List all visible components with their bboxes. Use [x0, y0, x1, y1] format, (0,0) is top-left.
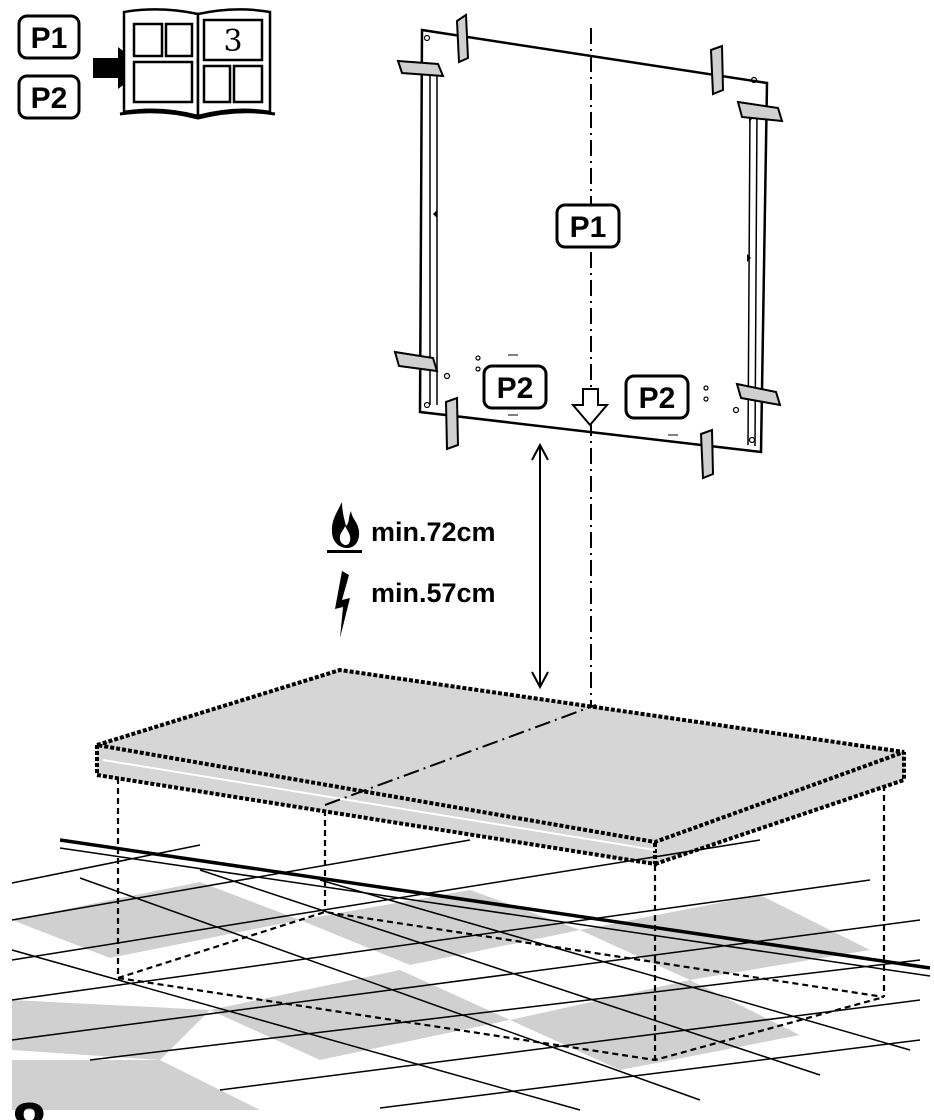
label-box-p2 [17, 74, 81, 120]
electric-distance-text: min.57cm [371, 578, 496, 608]
label-p1: P1 [31, 22, 68, 55]
bracket-label-box-left [482, 364, 548, 410]
arrow-down-icon [570, 388, 610, 427]
bracket-label-box-right [624, 374, 690, 420]
manual-reference: P1 P2 3 [17, 8, 276, 120]
arrow-right-icon [93, 47, 145, 89]
center-label-p1: P1 [570, 211, 607, 244]
gas-distance-text: min.72cm [371, 517, 496, 547]
electric-bolt-icon [335, 571, 350, 638]
floor-tiles [11, 838, 931, 1111]
label-p2: P2 [31, 82, 68, 115]
manual-page-number: 3 [223, 24, 242, 59]
cooktop-outline [95, 667, 906, 867]
label-box-p1 [17, 14, 81, 60]
step-number: 8 [12, 1091, 46, 1120]
cabinet-outline [116, 778, 886, 1062]
gas-flame-icon [327, 502, 362, 553]
adhesive-tape-strips [393, 13, 784, 480]
open-manual-icon [119, 8, 276, 120]
distance-arrow [531, 442, 549, 690]
bracket-label-right: P2 [639, 382, 676, 415]
center-label-box [555, 203, 621, 249]
bracket-label-left: P2 [497, 372, 534, 405]
